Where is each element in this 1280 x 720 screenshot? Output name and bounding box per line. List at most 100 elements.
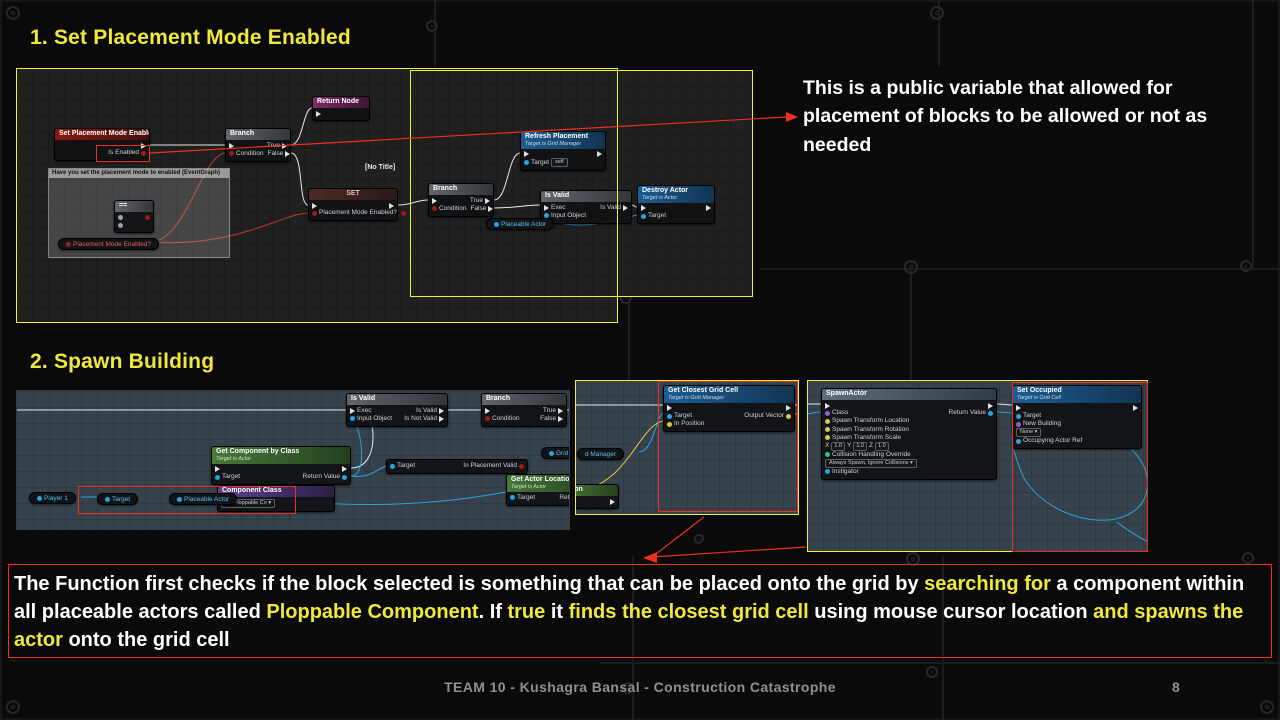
bool-pin-icon [401,210,407,216]
target-pin: Target [510,494,535,502]
panel-line-decoration [760,268,1280,270]
in-position-pin: In Position [667,420,704,428]
panel-line-decoration [434,0,436,66]
obj-pin-icon [177,496,182,502]
obj-pin-icon [1016,438,1021,444]
exec-pin-icon [1016,405,1021,412]
dropdown-none[interactable]: None ▾ [1016,428,1042,438]
obj-pin-icon [988,410,993,416]
exec-pin [597,151,602,158]
exec-pin-icon [439,407,444,414]
variable-pill-placement-mode-enabled: Placement Mode Enabled? [58,238,160,250]
annotation-public-variable: This is a public variable that allowed f… [803,77,1208,156]
bool-pin-icon [145,215,150,220]
node-title: Set Placement Mode Enabled [55,129,149,140]
node-title: Component Class [218,486,334,497]
node-subtitle: Target is Grid Cell [1017,394,1061,401]
exec-pin [825,402,830,409]
node-title: Return Node [313,97,369,108]
exec-pin-icon [389,202,394,209]
exec-pin [118,222,123,228]
obj-pin-icon [510,495,515,501]
dropdown-always-spawn-ignore-collisions[interactable]: Always Spawn, Ignore Collisions ▾ [825,458,917,468]
return-value-pin: Return Value [303,473,347,481]
body-text: a component within all placeable actors … [14,573,1245,623]
false-pin: False [540,415,563,423]
exec-pin [401,210,407,216]
exec-pin [215,466,220,473]
obj-pin-icon [105,496,110,502]
output-vector-pin: Output Vector [744,412,791,420]
target-pin: Target [667,412,692,420]
exec-pin-icon [558,415,563,422]
section1-title: 1. Set Placement Mode Enabled [30,26,351,49]
bottom-description: The Function first checks if the block s… [14,570,1270,654]
obj-pin-icon [825,469,830,475]
node-layer: Have you set the placement mode to enabl… [16,68,753,323]
highlighted-text: searching for [924,573,1051,595]
cls-pin-icon [825,410,830,416]
obj-pin-icon [37,495,42,501]
dropdown-value[interactable]: Always Spawn, Ignore Collisions ▾ [825,458,917,468]
node-subtitle: Target is Actor [511,483,547,490]
exec-pin [485,407,490,414]
obj-pin-icon [544,213,549,219]
obj-pin-icon [494,221,499,227]
exec-pin [988,402,993,409]
bool-pin-icon [485,416,490,422]
vec-pin-icon [667,421,672,427]
rivet-circle-decoration [6,700,20,714]
exec-pin [524,151,529,158]
node-title: == [115,201,153,212]
placement-mode-enabled-pin: Placement Mode Enabled? [312,209,397,217]
is-valid-pin: Is Valid [416,407,444,415]
exec-pin-icon [215,466,220,473]
exec-pin-icon [285,150,291,157]
variable-pill-placeable-actor: Placeable Actor [486,218,555,230]
exec-pin [141,142,146,149]
exec-pin [118,215,123,220]
node-title: Is Valid [541,191,631,202]
exec-pin-icon [524,151,529,158]
dropdown-value[interactable]: None ▾ [1016,428,1042,438]
return-v-pin: Return V [559,494,569,502]
return-value-pin: Return Value [949,409,993,417]
spawn-transform-scale-pin: Spawn Transform Scale [825,434,901,442]
condition-pin: Condition [485,415,519,423]
comment-title: Have you set the placement mode to enabl… [49,169,229,179]
node-subtitle: Target is Actor [642,194,678,201]
graph-background [618,70,753,297]
node-title: SET [309,189,397,200]
exec-pin-icon [316,110,321,117]
graph-label-no-title: [No Title] [365,164,396,171]
input-object-pin: Input Object [350,415,392,423]
exec-pin [229,142,234,149]
obj-pin-icon [215,474,220,480]
exec-pin-icon [988,402,993,409]
variable-pill-placeable-actor: Placeable Actor [169,493,238,505]
panel-line-decoration [600,662,1280,664]
bool-pin-icon [66,241,71,247]
exec-pin-icon [706,205,711,212]
target-pin: Target [390,462,415,470]
exec-pin-icon [623,204,628,211]
exec-pin-icon [229,142,234,149]
bool-pin-icon [312,210,317,216]
rivet-circle-decoration [930,6,944,20]
rivet-circle-decoration [1260,700,1274,714]
true-pin: True [543,407,563,415]
